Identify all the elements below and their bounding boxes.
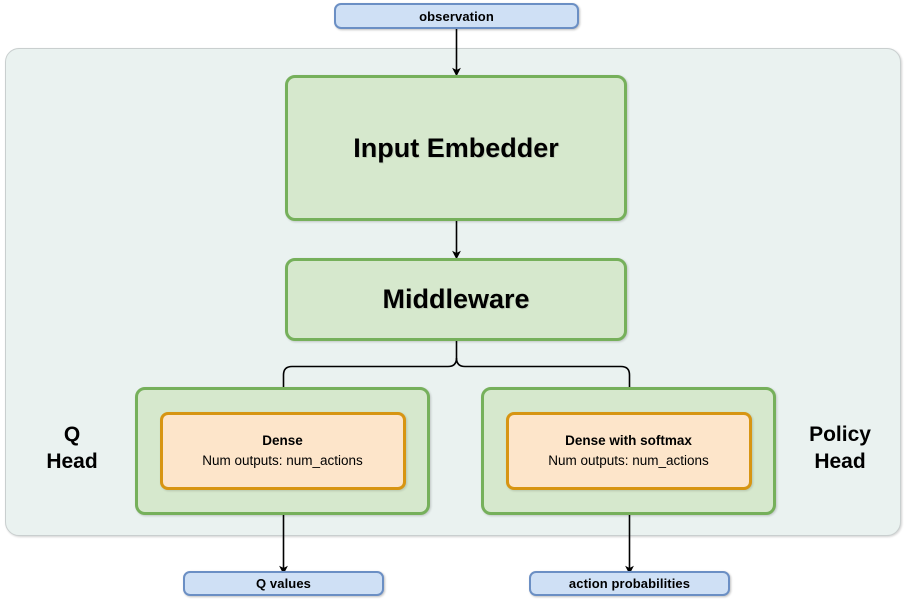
module-middleware[interactable]: Middleware [285,258,627,341]
layer-dense-softmax[interactable]: Dense with softmax Num outputs: num_acti… [505,412,752,490]
head-label-policy: Policy Head [782,412,898,486]
head-container-q[interactable]: Dense Num outputs: num_actions [135,387,430,515]
head-label-q-line2: Head [46,450,98,473]
layer-dense-softmax-subtitle: Num outputs: num_actions [548,452,709,468]
head-label-q: Q Head [14,412,130,486]
layer-dense-softmax-title: Dense with softmax [565,432,692,448]
head-label-policy-line2: Head [814,450,866,473]
output-box-q-values-label: Q values [256,576,311,591]
input-box-observation-label: observation [419,8,494,24]
layer-dense-title: Dense [262,432,303,448]
input-box-observation[interactable]: observation [334,3,579,29]
layer-dense[interactable]: Dense Num outputs: num_actions [159,412,406,490]
head-container-policy[interactable]: Dense with softmax Num outputs: num_acti… [481,387,776,515]
head-label-q-line1: Q [63,423,81,447]
module-middleware-label: Middleware [382,284,530,314]
module-input-embedder-label: Input Embedder [353,132,559,163]
output-box-q-values[interactable]: Q values [183,571,384,596]
output-box-action-probabilities-label: action probabilities [568,576,691,591]
module-input-embedder[interactable]: Input Embedder [285,75,627,221]
output-box-action-probabilities[interactable]: action probabilities [529,571,730,596]
layer-dense-subtitle: Num outputs: num_actions [202,452,363,468]
head-label-policy-line1: Policy [809,423,871,447]
